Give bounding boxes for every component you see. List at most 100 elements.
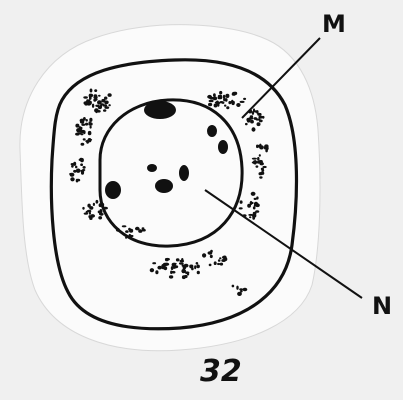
mitochondrion-granule xyxy=(87,204,90,208)
mitochondrion-granule xyxy=(225,94,229,98)
mitochondrion-granule xyxy=(182,264,185,266)
mitochondrion-granule xyxy=(129,234,131,237)
mitochondrion-granule xyxy=(150,268,154,272)
mitochondrion-granule xyxy=(247,118,251,122)
mitochondrion-granule xyxy=(104,101,107,104)
mitochondrion-granule xyxy=(157,266,162,270)
mitochondrion-granule xyxy=(256,196,258,199)
mitochondrion-granule xyxy=(103,109,106,112)
mitochondrion-granule xyxy=(93,99,96,102)
mitochondrion-granule xyxy=(234,92,237,95)
mitochondrion-granule xyxy=(81,143,85,146)
mitochondrion-granule xyxy=(88,215,90,218)
mitochondrion-granule xyxy=(237,292,242,296)
mitochondrion-granule xyxy=(194,265,196,269)
mitochondrion-granule xyxy=(128,228,131,231)
figure-number: 32 xyxy=(200,354,242,389)
mitochondrion-granule xyxy=(253,206,256,209)
mitochondrion-granule xyxy=(209,264,212,267)
mitochondrion-granule xyxy=(210,250,213,253)
mitochondrion-granule xyxy=(99,213,103,215)
mitochondrion-granule xyxy=(135,227,140,231)
mitochondrion-granule xyxy=(222,102,225,104)
mitochondrion-granule xyxy=(98,216,102,219)
mitochondrion-granule xyxy=(257,122,261,126)
mitochondrion-granule xyxy=(243,98,246,100)
mitochondrion-granule xyxy=(83,138,86,140)
mitochondrion-granule xyxy=(125,230,129,233)
mitochondrion-granule xyxy=(214,261,217,265)
mitochondrion-granule xyxy=(86,119,88,122)
mitochondrion-granule xyxy=(231,101,234,105)
mitochondrion-granule xyxy=(261,169,264,172)
mitochondrion-granule xyxy=(240,101,245,103)
mitochondrion-granule xyxy=(247,204,251,208)
label-n: N xyxy=(372,292,392,320)
mitochondrion-granule xyxy=(258,118,261,120)
chromatin-body xyxy=(179,165,189,181)
mitochondrion-granule xyxy=(224,105,226,107)
mitochondrion-granule xyxy=(223,98,226,101)
chromatin-body xyxy=(218,140,228,154)
chromatin-body xyxy=(105,181,121,199)
mitochondrion-granule xyxy=(98,101,100,103)
mitochondrion-granule xyxy=(213,93,216,97)
mitochondrion-granule xyxy=(70,177,74,181)
mitochondrion-granule xyxy=(98,95,101,97)
chromatin-body xyxy=(155,179,173,193)
mitochondrion-granule xyxy=(75,124,79,128)
mitochondrion-granule xyxy=(250,115,253,117)
mitochondrion-granule xyxy=(256,145,258,149)
mitochondrion-granule xyxy=(174,265,178,268)
mitochondrion-granule xyxy=(209,100,213,102)
chromatin-body xyxy=(207,125,217,137)
mitochondrion-granule xyxy=(90,214,95,218)
mitochondrion-granule xyxy=(104,106,109,109)
mitochondrion-granule xyxy=(189,265,193,268)
mitochondrion-granule xyxy=(253,212,257,215)
mitochondrion-granule xyxy=(260,172,264,175)
mitochondrion-granule xyxy=(263,166,267,168)
mitochondrion-granule xyxy=(253,160,257,164)
mitochondrion-granule xyxy=(70,173,75,177)
mitochondrion-granule xyxy=(256,165,259,167)
mitochondrion-granule xyxy=(100,104,102,107)
mitochondrion-granule xyxy=(232,285,235,288)
mitochondrion-granule xyxy=(108,104,110,106)
mitochondrion-granule xyxy=(152,262,156,264)
mitochondrion-granule xyxy=(239,207,243,209)
mitochondrion-granule xyxy=(252,127,256,131)
mitochondrion-granule xyxy=(89,94,91,98)
mitochondrion-granule xyxy=(217,263,220,265)
mitochondrion-granule xyxy=(240,200,243,203)
mitochondrion-granule xyxy=(99,203,102,207)
mitochondrion-granule xyxy=(92,104,94,108)
mitochondrion-granule xyxy=(80,163,83,166)
mitochondrion-granule xyxy=(83,96,88,98)
mitochondrion-granule xyxy=(184,264,189,268)
mitochondrion-granule xyxy=(209,97,213,100)
mitochondrion-granule xyxy=(73,162,76,166)
mitochondrion-granule xyxy=(90,126,92,129)
mitochondrion-granule xyxy=(262,116,264,119)
mitochondrion-granule xyxy=(176,258,180,261)
mitochondrion-granule xyxy=(242,214,246,217)
mitochondrion-granule xyxy=(265,149,268,153)
mitochondrion-granule xyxy=(257,113,261,116)
mitochondrion-granule xyxy=(80,120,84,124)
mitochondrion-granule xyxy=(243,288,248,292)
mitochondrion-granule xyxy=(93,203,95,206)
mitochondrion-granule xyxy=(79,127,82,130)
mitochondrion-granule xyxy=(81,124,85,126)
mitochondrion-granule xyxy=(75,166,77,169)
mitochondrion-granule xyxy=(222,256,225,259)
mitochondrion-granule xyxy=(236,103,240,107)
mitochondrion-granule xyxy=(85,123,88,126)
mitochondrion-granule xyxy=(214,104,218,108)
mitochondrion-granule xyxy=(254,117,258,120)
mitochondrion-granule xyxy=(164,266,168,270)
mitochondrion-granule xyxy=(259,145,264,149)
chromatin-body xyxy=(147,164,157,172)
